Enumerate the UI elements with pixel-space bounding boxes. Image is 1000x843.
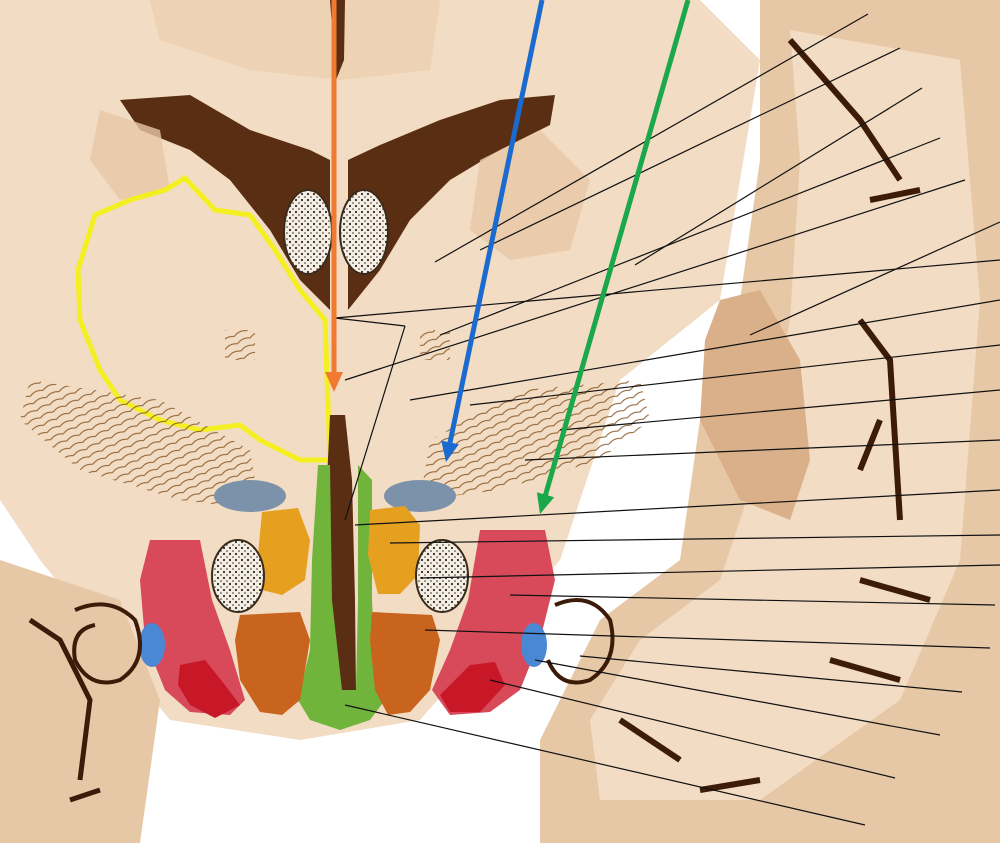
small-fiber-left — [225, 330, 255, 360]
fornix-right-texture — [340, 190, 388, 274]
round-body-left-texture — [212, 540, 264, 612]
orange-nucleus-right — [368, 506, 420, 594]
small-fiber-right — [420, 330, 450, 360]
blue-grey-left — [214, 480, 286, 512]
fornix-left-texture — [284, 190, 332, 274]
round-body-right-texture — [416, 540, 468, 612]
blue-small-right — [521, 623, 547, 667]
blue-small-left — [139, 623, 165, 667]
